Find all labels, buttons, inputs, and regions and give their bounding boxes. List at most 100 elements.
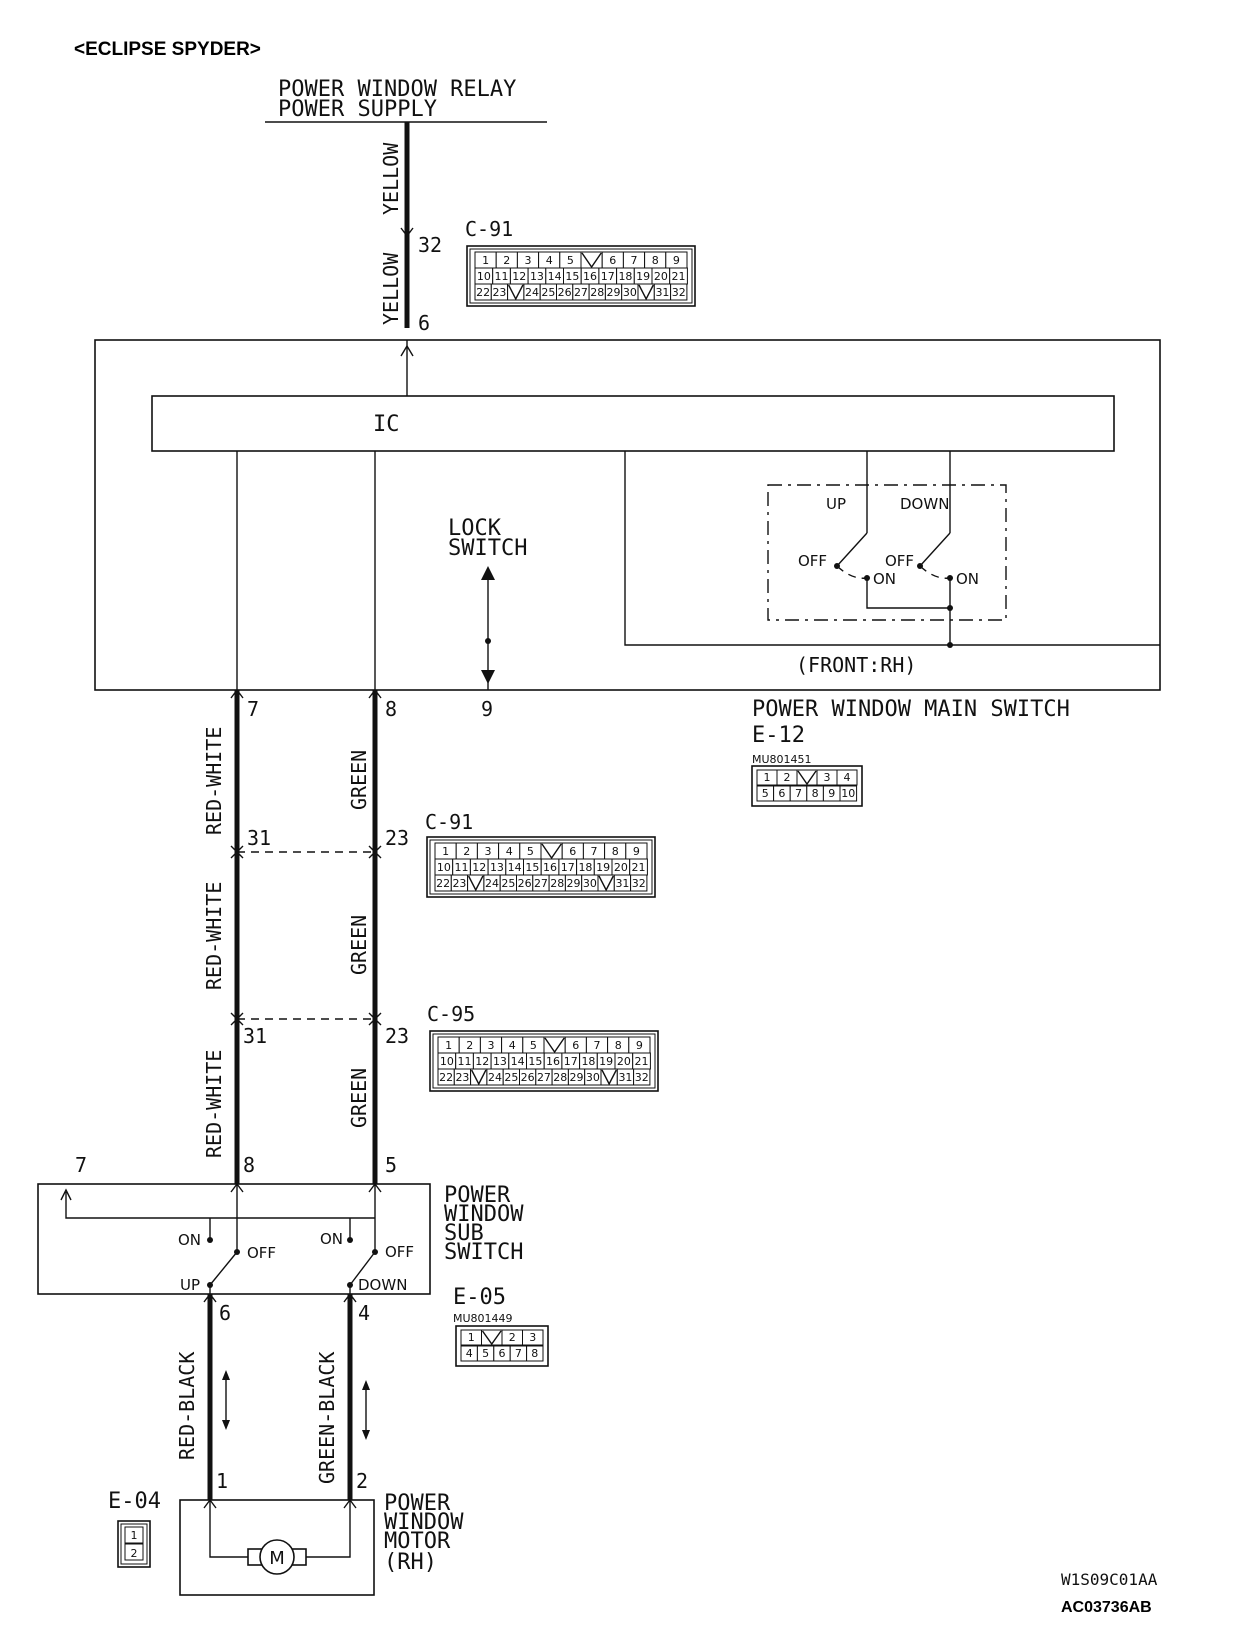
ic-label: IC — [373, 412, 400, 437]
pin-number: 30 — [583, 877, 597, 890]
lock-arrow-down — [481, 670, 495, 684]
sub-pin-5: 5 — [385, 1153, 397, 1177]
green-label-1: GREEN — [347, 750, 371, 810]
pin-number: 2 — [131, 1547, 138, 1560]
pin-number: 32 — [632, 877, 646, 890]
pin-number: 3 — [824, 771, 831, 784]
pin-number: 13 — [490, 861, 504, 874]
pin-number: 19 — [599, 1055, 613, 1068]
pin-number: 19 — [636, 270, 650, 283]
sub-on-left: ON — [178, 1231, 201, 1249]
pin-number: 23 — [492, 286, 506, 299]
gb-arrow-down — [362, 1430, 370, 1440]
key-notch — [598, 875, 614, 892]
pin-grid: 12 — [124, 1526, 144, 1561]
rb-arrow-down — [222, 1420, 230, 1430]
pin-number: 25 — [504, 1071, 518, 1084]
key-notch — [481, 1330, 502, 1346]
key-notch — [541, 843, 562, 860]
sub-right-blade — [349, 1251, 376, 1286]
sub-switch-name-2: WINDOW — [444, 1202, 524, 1227]
connector-frame — [429, 1030, 659, 1092]
pin-number: 3 — [488, 1039, 495, 1052]
gb-arrow-up — [362, 1380, 370, 1390]
pin-number: 29 — [607, 286, 621, 299]
pin-number: 25 — [541, 286, 555, 299]
up-label: UP — [826, 495, 846, 513]
pin-number: 5 — [527, 845, 534, 858]
pin-number: 4 — [546, 254, 553, 267]
pin-number: 27 — [537, 1071, 551, 1084]
pin-number: 29 — [567, 877, 581, 890]
sub-off-right: OFF — [385, 1243, 414, 1261]
c91-mark-2 — [230, 851, 244, 859]
lock-dot — [485, 638, 491, 644]
green-black-label: GREEN-BLACK — [315, 1352, 339, 1484]
pin-number: 4 — [844, 771, 851, 784]
junction-2 — [947, 642, 953, 648]
pin-number: 12 — [475, 1055, 489, 1068]
connector-frame — [455, 1325, 549, 1367]
pin-number: 18 — [581, 1055, 595, 1068]
pin-cell — [836, 769, 858, 786]
ic-supply-arrow — [400, 344, 414, 357]
connector-e04: 12 — [117, 1520, 151, 1568]
pin-number: 30 — [623, 286, 637, 299]
pin-number: 9 — [633, 845, 640, 858]
yellow-connector-mark — [400, 227, 414, 238]
pin-cell — [540, 842, 563, 860]
pin-number: 3 — [529, 1331, 536, 1344]
pin-number: 1 — [442, 845, 449, 858]
pin-row: 2 — [124, 1543, 144, 1561]
pin-number: 8 — [615, 1039, 622, 1052]
key-notch — [507, 284, 524, 301]
sub-right-on-contact — [347, 1237, 353, 1243]
motor-wire-left — [209, 1500, 248, 1558]
pin-number: 2 — [509, 1331, 516, 1344]
sub-left-on-contact — [207, 1237, 213, 1243]
sub-switch-name-1: POWER — [444, 1183, 511, 1208]
pin-cell — [522, 1329, 544, 1346]
pin-cell — [796, 769, 818, 786]
sub-switch-outline — [37, 1183, 431, 1295]
pin-number: 10 — [477, 270, 491, 283]
pin-number: 22 — [439, 1071, 453, 1084]
pin-number: 2 — [784, 771, 791, 784]
connector-frame — [751, 765, 863, 807]
main-switch-name: POWER WINDOW MAIN SWITCH — [752, 697, 1070, 722]
lock-label-1: LOCK — [448, 516, 502, 541]
pin-number: 12 — [512, 270, 526, 283]
connector-frame — [426, 836, 656, 898]
pin-number: 28 — [550, 877, 564, 890]
sub-switch-part: MU801449 — [453, 1312, 513, 1325]
pin-number: 1 — [468, 1331, 475, 1344]
main-switch-part: MU801451 — [752, 753, 812, 766]
pin-number: 20 — [617, 1055, 631, 1068]
pin-number: 25 — [501, 877, 515, 890]
pin-number: 6 — [572, 1039, 579, 1052]
sub-switch-bus — [65, 1192, 375, 1219]
c95-mark-2 — [230, 1018, 244, 1026]
footer-code-2: AC03736AB — [1061, 1599, 1152, 1616]
pin-7: 7 — [247, 697, 259, 721]
pin-number: 31 — [615, 877, 629, 890]
pin-number: 18 — [618, 270, 632, 283]
sub-pin7-arrow — [60, 1188, 72, 1201]
pin-number: 7 — [594, 1039, 601, 1052]
front-rh-outline — [624, 451, 1160, 646]
pin-number: 11 — [458, 1055, 472, 1068]
green-label-2: GREEN — [347, 915, 371, 975]
pin-number: 10 — [440, 1055, 454, 1068]
motor-name-4: (RH) — [384, 1550, 437, 1575]
motor-symbol: M — [269, 1548, 285, 1569]
pin-number: 11 — [455, 861, 469, 874]
pin-number: 28 — [553, 1071, 567, 1084]
front-rh-label: (FRONT:RH) — [796, 653, 916, 677]
